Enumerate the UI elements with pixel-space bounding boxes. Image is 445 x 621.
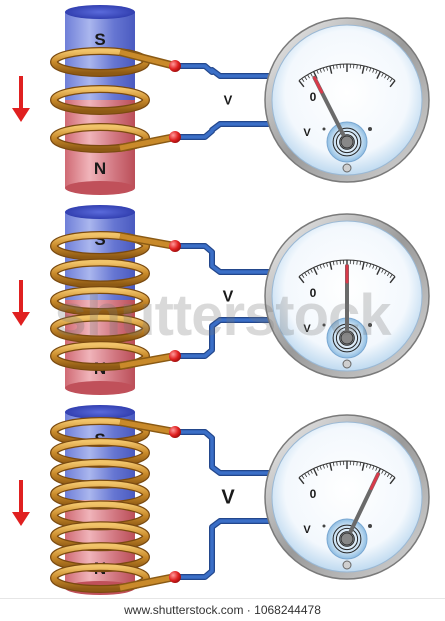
meter-tick — [357, 462, 358, 466]
magnet-south-label: S — [94, 30, 105, 49]
magnet-north-label: N — [94, 159, 106, 178]
magnet-top-cap — [65, 205, 135, 219]
meter-unit-label: V — [303, 323, 311, 335]
voltage-label: V — [221, 487, 235, 509]
meter-zero-label: 0 — [310, 90, 317, 104]
magnet-bottom-cap — [65, 181, 135, 195]
wire-bottom — [175, 521, 271, 577]
meter-unit-label: V — [303, 127, 311, 139]
footer-credit: www.shutterstock.com · 1068244478 — [0, 598, 445, 621]
meter-tick — [337, 261, 338, 265]
wire-top — [175, 246, 271, 272]
wire-top-outline — [175, 246, 271, 272]
meter-pivot — [341, 332, 353, 344]
down-arrow-icon — [12, 312, 30, 326]
meter-pivot — [341, 533, 353, 545]
meter-zero-label: 0 — [310, 286, 317, 300]
wire-bottom-outline — [175, 124, 271, 137]
meter-screw — [323, 525, 326, 528]
terminal-top — [169, 240, 181, 252]
meter-tick — [357, 65, 358, 69]
meter-screw — [368, 127, 372, 131]
wire-top — [175, 432, 271, 473]
magnet-top-cap — [65, 5, 135, 19]
wire-bottom-outline — [175, 320, 271, 356]
terminal-bottom — [169, 131, 181, 143]
terminal-top — [169, 426, 181, 438]
meter-zero-label: 0 — [310, 487, 317, 501]
wire-top — [175, 66, 271, 76]
arrow-shaft — [19, 280, 23, 314]
wire-top-outline — [175, 432, 271, 473]
meter-tick — [337, 65, 338, 69]
terminal-bottom — [169, 571, 181, 583]
terminal-bottom — [169, 350, 181, 362]
meter-screw — [323, 128, 326, 131]
magnet-bottom-cap — [65, 381, 135, 395]
meter-adjust-screw — [343, 561, 351, 569]
meter-pivot — [341, 136, 353, 148]
meter-screw — [323, 324, 326, 327]
meter-adjust-screw — [343, 164, 351, 172]
terminal-top — [169, 60, 181, 72]
voltage-label: V — [223, 288, 234, 305]
magnet-top-cap — [65, 405, 135, 419]
wire-bottom-outline — [175, 521, 271, 577]
arrow-shaft — [19, 76, 23, 110]
meter-tick — [337, 462, 338, 466]
meter-screw — [368, 323, 372, 327]
meter-tick — [357, 261, 358, 265]
meter-unit-label: V — [303, 524, 311, 536]
voltage-label: V — [224, 92, 233, 107]
wire-bottom — [175, 320, 271, 356]
arrow-shaft — [19, 480, 23, 514]
meter-adjust-screw — [343, 360, 351, 368]
down-arrow-icon — [12, 512, 30, 526]
meter-screw — [368, 524, 372, 528]
down-arrow-icon — [12, 108, 30, 122]
